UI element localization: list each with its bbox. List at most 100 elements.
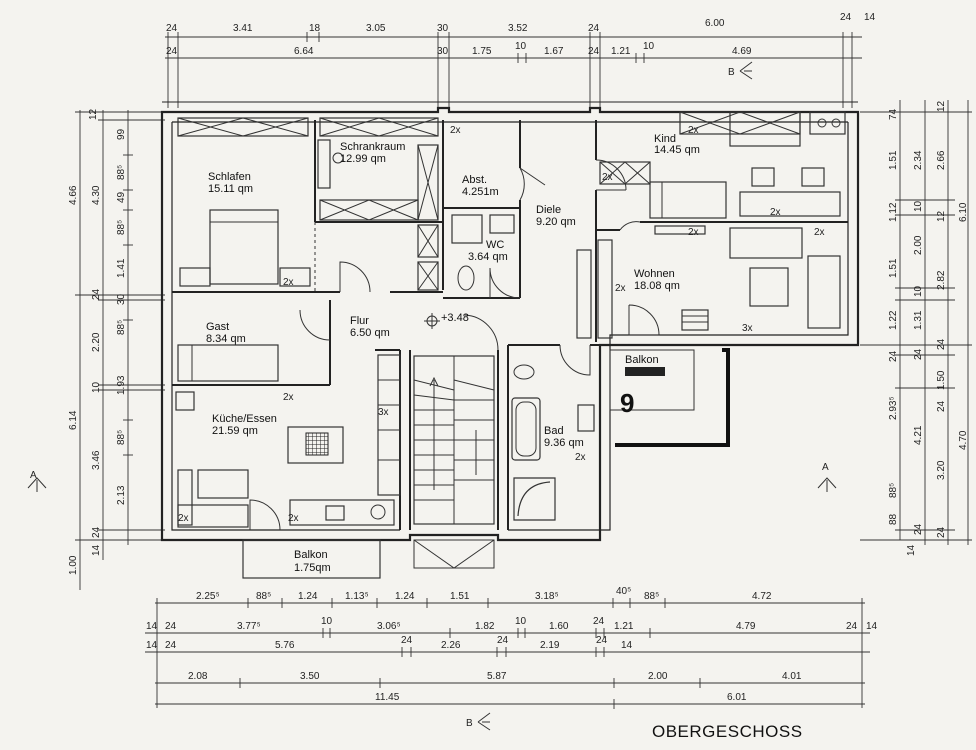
dim-top-4: 3.05	[366, 23, 386, 34]
svg-text:2x: 2x	[450, 125, 461, 136]
room-area-wc: 3.64 qm	[468, 251, 508, 263]
room-name-schlafen: Schlafen	[208, 171, 251, 183]
room-area-wohnen: 18.08 qm	[634, 280, 680, 292]
dim-top2-6: 1.67	[544, 46, 564, 57]
dim-right1-7: 88⁵	[888, 483, 899, 498]
room-name-wohnen: Wohnen	[634, 268, 675, 280]
dim-top-8: 6.00	[705, 18, 725, 29]
room-area-schrankraum: 12.99 qm	[340, 153, 386, 165]
svg-text:2x: 2x	[575, 452, 586, 463]
dim-left3-3: 88⁵	[116, 220, 127, 235]
dim-top2-8: 1.21	[611, 46, 631, 57]
svg-text:B: B	[728, 67, 735, 78]
left-dimension-lines: 4.66 6.14 1.00 12 4.30 24 2.20 10 3.46 2…	[27, 108, 165, 590]
dim-right3-3: 2.82	[936, 270, 947, 290]
room-name-kueche: Küche/Essen	[212, 413, 277, 425]
dim-right2-2: 2.00	[913, 235, 924, 255]
room-name-schrankraum: Schrankraum	[340, 141, 405, 153]
dim-left2-2: 2.20	[91, 332, 102, 352]
dim-top2-5: 10	[515, 41, 527, 52]
dim-left2-5: 24	[91, 526, 102, 538]
dim-bot3-5: 24	[497, 635, 509, 646]
room-labels: Schlafen 15.11 qm Schrankraum 12.99 qm A…	[206, 133, 700, 574]
dim-bot3-4: 2.26	[441, 640, 461, 651]
svg-text:B: B	[466, 718, 473, 729]
dim-right2-4: 1.31	[913, 310, 924, 330]
dim-top-6: 3.52	[508, 23, 528, 34]
dim-bot2-7: 1.60	[549, 621, 569, 632]
room-name-balkon-bottom: Balkon	[294, 549, 328, 561]
dim-bot4-3: 2.00	[648, 671, 668, 682]
svg-text:2x: 2x	[615, 283, 626, 294]
dim-right1-5: 24	[888, 350, 899, 362]
dim-top2-4: 1.75	[472, 46, 492, 57]
dim-left2-4: 3.46	[91, 450, 102, 470]
dim-left1-0: 12	[88, 108, 99, 120]
dim-bot2-3: 10	[321, 616, 333, 627]
dim-right3-1: 2.66	[936, 150, 947, 170]
dim-right1-8: 88	[888, 513, 899, 525]
svg-text:2x: 2x	[283, 392, 294, 403]
dim-left2-3: 10	[91, 381, 102, 393]
room-name-diele: Diele	[536, 204, 561, 216]
svg-text:A: A	[30, 470, 37, 481]
dim-bot3-8: 14	[621, 640, 633, 651]
svg-text:2x: 2x	[688, 125, 699, 136]
dim-bot1-5: 1.51	[450, 591, 470, 602]
dim-right3-6: 24	[936, 400, 947, 412]
room-name-balkon-right: Balkon	[625, 354, 659, 366]
room-area-gast: 8.34 qm	[206, 333, 246, 345]
dim-top2-1: 24	[166, 46, 178, 57]
dim-right1-2: 1.12	[888, 202, 899, 222]
svg-text:2x: 2x	[602, 172, 613, 183]
doors	[249, 159, 660, 531]
dim-left3-9: 2.13	[116, 485, 127, 505]
dim-right1-3: 1.51	[888, 258, 899, 278]
dim-bot2-9: 1.21	[614, 621, 634, 632]
fixture-labels: 2x 2x 2x 2x 3x 2x 2x 2x 2x 2x 2x 3x 2x 2…	[178, 125, 825, 524]
svg-text:+3.48: +3.48	[441, 312, 469, 324]
room-area-schlafen: 15.11 qm	[208, 183, 253, 195]
section-mark-right: A	[817, 462, 837, 492]
dim-right2-6: 4.21	[913, 425, 924, 445]
dim-top2-3: 30	[437, 46, 449, 57]
balcony-bottom	[242, 539, 381, 579]
dim-bot5-0: 11.45	[375, 692, 400, 703]
dim-bot2-10: 4.79	[736, 621, 756, 632]
dim-right2-0: 2.34	[913, 150, 924, 170]
dim-bot2-11: 24	[846, 621, 858, 632]
dim-left3-6: 88⁵	[116, 320, 127, 335]
dim-bot2-5: 1.82	[475, 621, 495, 632]
dim-right4-0: 6.10	[958, 202, 969, 222]
dim-right3-8: 24	[936, 526, 947, 538]
dim-right2-3: 10	[913, 285, 924, 297]
dim-bot1-3: 1.13⁵	[345, 591, 369, 602]
room-name-bad: Bad	[544, 425, 564, 437]
svg-text:2x: 2x	[288, 513, 299, 524]
right-dimension-lines: 74 1.51 1.12 1.51 1.22 24 2.93⁵ 88⁵ 88 1…	[817, 100, 972, 556]
dim-bot2-0: 14	[146, 621, 158, 632]
room-name-gast: Gast	[206, 321, 229, 333]
dim-right3-0: 12	[936, 100, 947, 112]
dim-bot1-7: 40⁵	[616, 586, 631, 597]
plan-title: OBERGESCHOSS	[652, 722, 803, 741]
room-name-abst: Abst.	[462, 174, 487, 186]
dim-bot1-9: 4.72	[752, 591, 772, 602]
dim-left2-6: 14	[91, 544, 102, 556]
dim-right3-5: 1.50	[936, 370, 947, 390]
room-name-wc: WC	[486, 239, 504, 251]
svg-text:2x: 2x	[814, 227, 825, 238]
section-mark-top: B	[728, 61, 753, 80]
dim-bot3-6: 2.19	[540, 640, 560, 651]
svg-text:3x: 3x	[742, 323, 753, 334]
dim-bot2-4: 3.06⁵	[377, 621, 401, 632]
furniture	[175, 111, 846, 528]
dim-top-9: 24	[840, 12, 852, 23]
dim-left3-2: 49	[116, 191, 127, 203]
svg-text:2x: 2x	[283, 277, 294, 288]
room-area-kueche: 21.59 qm	[212, 425, 258, 437]
dim-bot1-0: 2.25⁵	[196, 591, 220, 602]
dim-top-3: 18	[309, 23, 321, 34]
dim-bot1-4: 1.24	[395, 591, 415, 602]
dim-bot2-6: 10	[515, 616, 527, 627]
